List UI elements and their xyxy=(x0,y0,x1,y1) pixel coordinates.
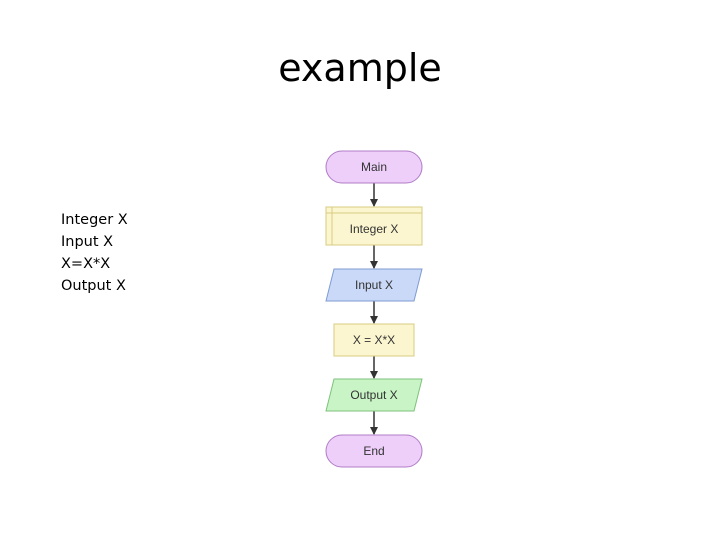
flowchart-node-output: Output X xyxy=(325,378,423,412)
flowchart-node-end: End xyxy=(325,434,423,468)
pseudocode-line: Input X xyxy=(61,234,114,250)
flowchart-node-shape xyxy=(325,268,423,302)
flowchart-node-shape xyxy=(325,150,423,184)
flowchart-node-input: Input X xyxy=(325,268,423,302)
flowchart-node-declare: Integer X xyxy=(325,206,423,246)
pseudocode-list: Integer X Input X X=X*X Output X xyxy=(61,209,128,297)
flowchart-node-label: X = X*X xyxy=(353,333,395,347)
flowchart-node-shape xyxy=(333,323,415,357)
flowchart-node-label: Output X xyxy=(350,388,397,402)
flowchart-node-main: Main xyxy=(325,150,423,184)
flowchart-node-label: Main xyxy=(361,160,387,174)
flowchart-node-assign: X = X*X xyxy=(333,323,415,357)
slide-title: example xyxy=(278,46,442,90)
flowchart-node-label: Input X xyxy=(355,278,393,292)
flowchart-node-shape xyxy=(325,434,423,468)
flowchart-node-shape xyxy=(325,378,423,412)
flowchart-node-label: Integer X xyxy=(350,222,399,236)
flowchart-node-label: End xyxy=(363,444,384,458)
pseudocode-line: Integer X xyxy=(61,212,128,228)
pseudocode-line: Output X xyxy=(61,278,126,294)
pseudocode-line: X=X*X xyxy=(61,256,111,272)
